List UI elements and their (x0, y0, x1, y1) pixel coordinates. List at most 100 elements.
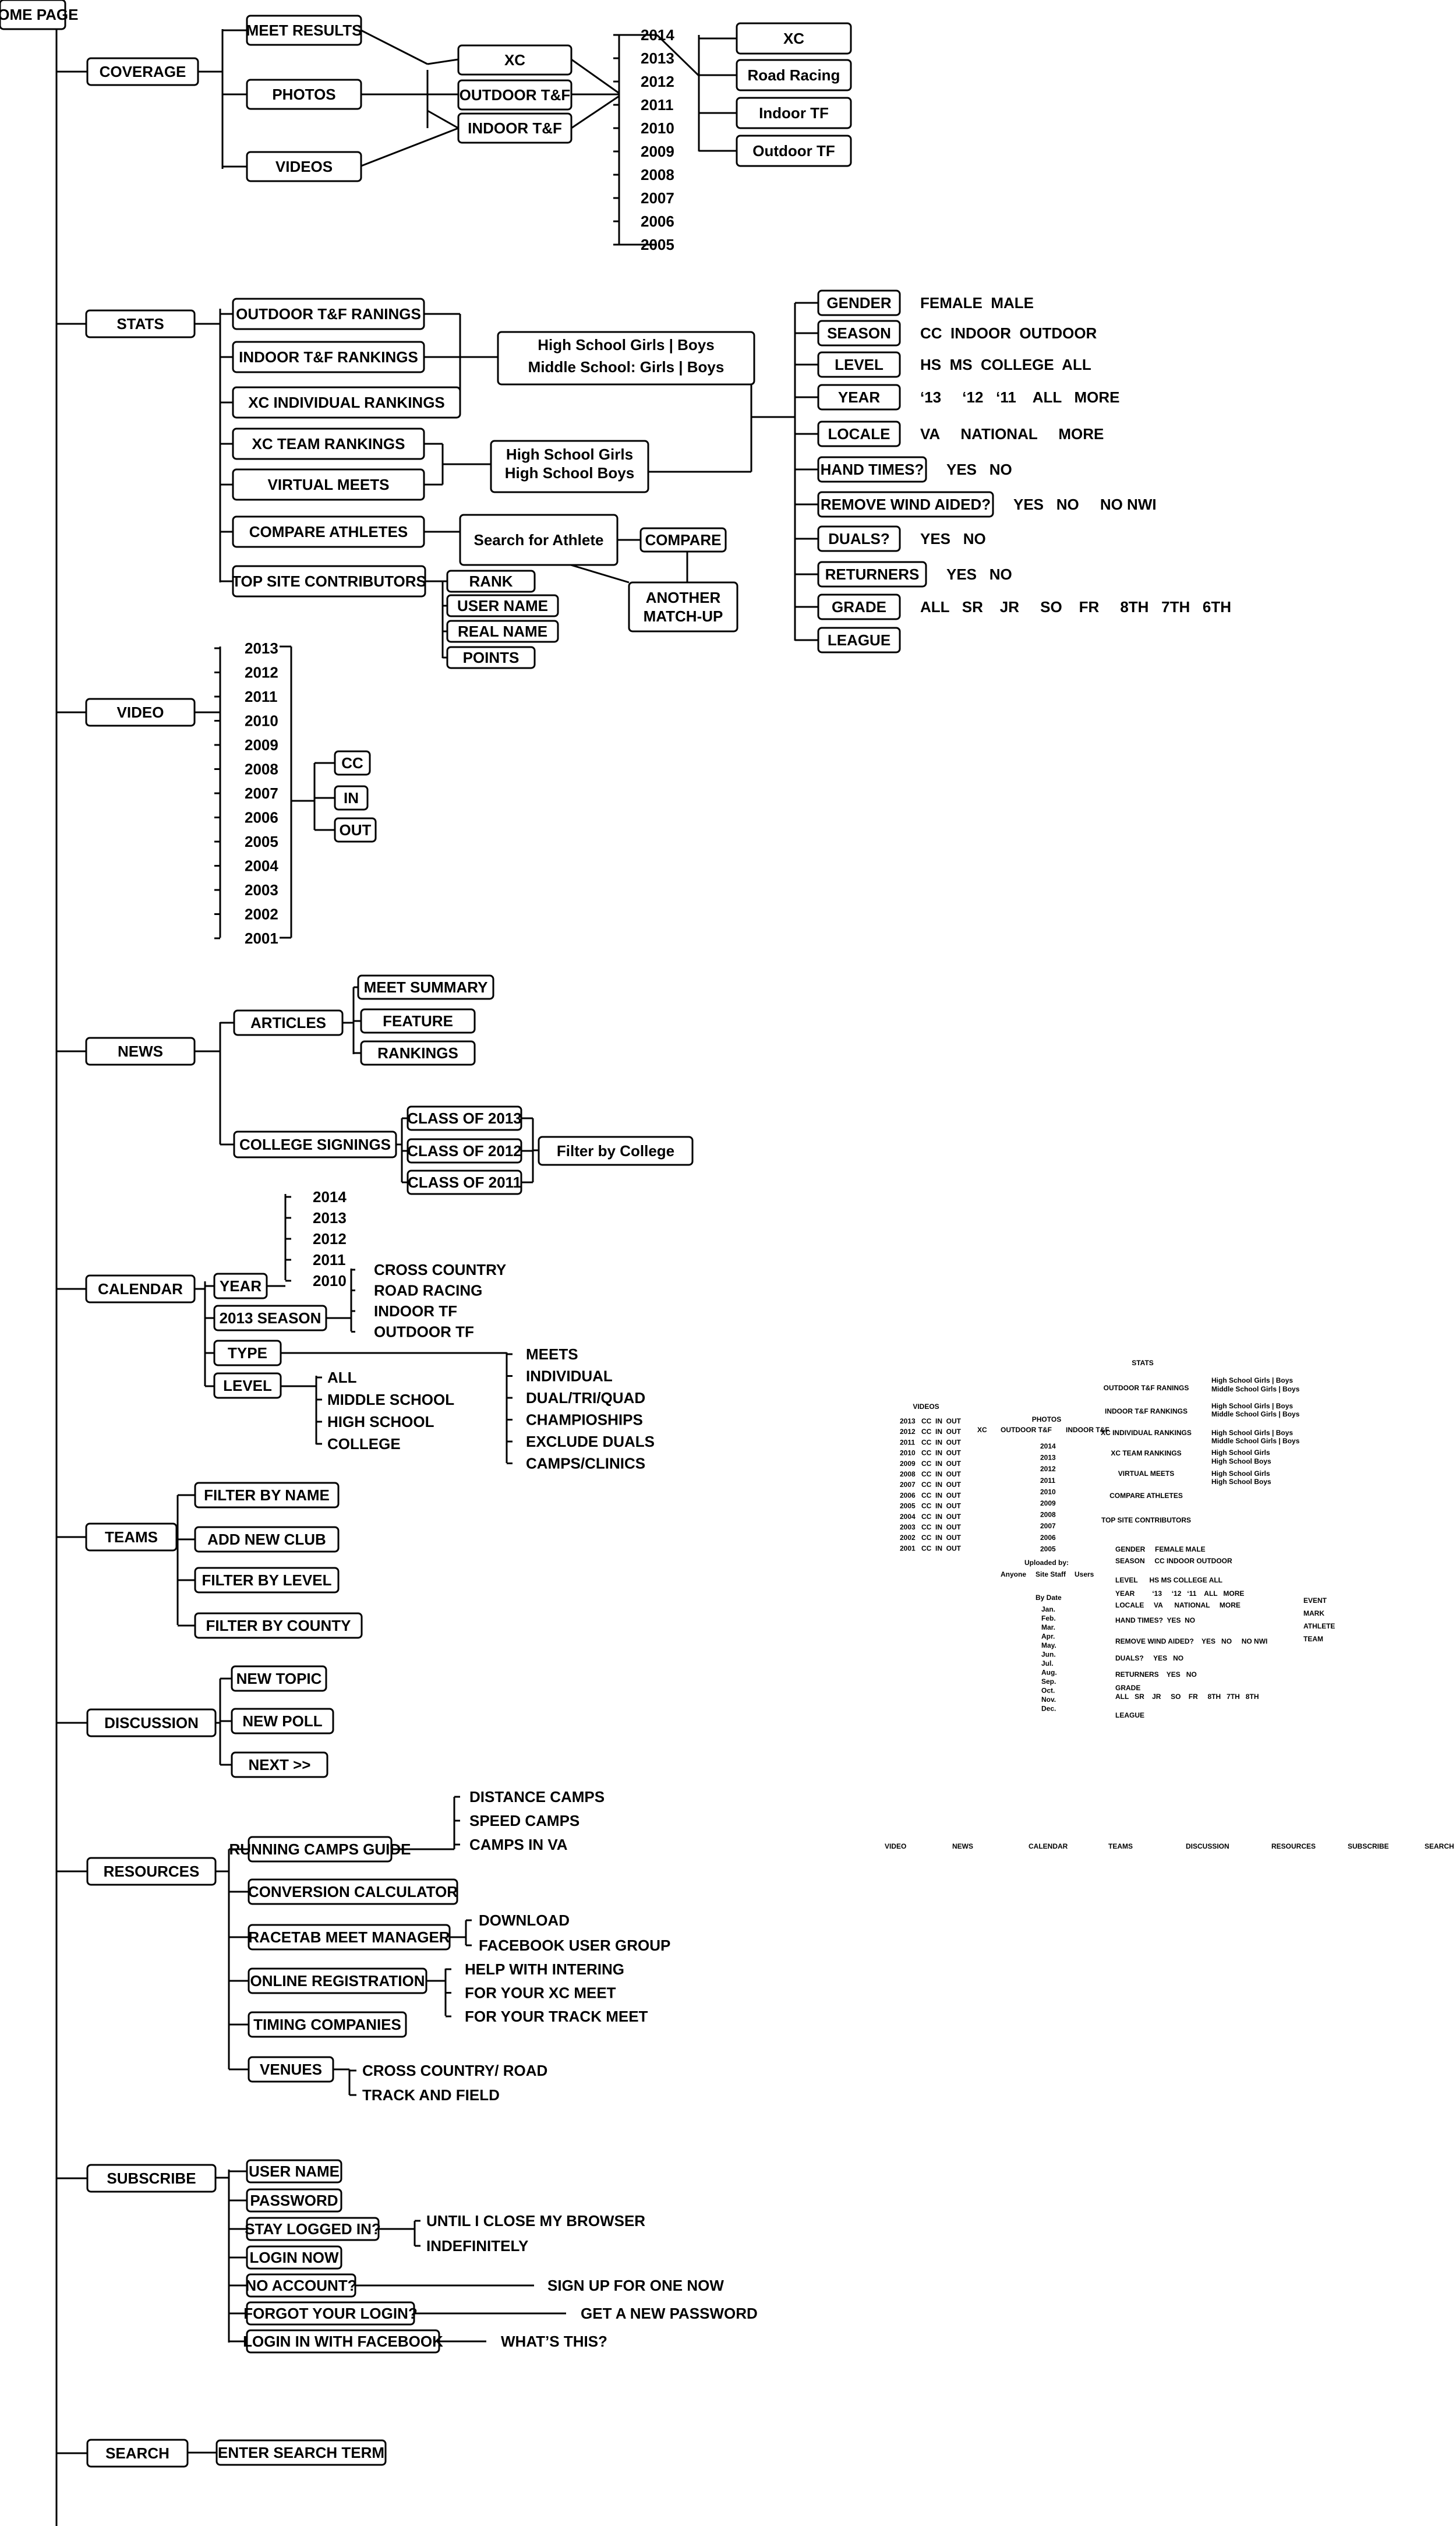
node-class-of-2011[interactable]: CLASS OF 2011 (407, 1170, 522, 1195)
node-videos[interactable]: VIDEOS (246, 151, 362, 182)
filter-remove-wind-aided[interactable]: REMOVE WIND AIDED? (817, 491, 994, 518)
node-label: ENTER SEARCH TERM (218, 2444, 384, 2461)
node-box (246, 79, 362, 110)
search-athlete-box[interactable]: Search for Athlete (459, 514, 619, 566)
filter-by-college-node[interactable]: Filter by College (538, 1136, 694, 1166)
node-xc[interactable]: XC (736, 22, 852, 55)
node-label: CALENDAR (98, 1280, 183, 1298)
group-individual-box[interactable]: High School Girls | Boys (497, 331, 755, 386)
filter-season[interactable]: SEASON (817, 320, 901, 347)
section-discussion[interactable]: DISCUSSION (86, 1708, 217, 1737)
node-login-in-with-facebook[interactable]: LOGIN IN WITH FACEBOOK (243, 2329, 443, 2354)
node-user-name[interactable]: USER NAME (446, 594, 559, 617)
node-rankings[interactable]: RANKINGS (360, 1040, 476, 1066)
node-login-now[interactable]: LOGIN NOW (246, 2245, 342, 2270)
node-road-racing[interactable]: Road Racing (736, 59, 852, 91)
node-outdoor-t-f[interactable]: OUTDOOR T&F (457, 79, 572, 111)
node-real-name[interactable]: REAL NAME (446, 620, 559, 643)
section-news[interactable]: NEWS (85, 1037, 196, 1066)
node-meet-results[interactable]: MEET RESULTS (246, 15, 362, 46)
stats-ranking-4[interactable]: VIRTUAL MEETS (232, 468, 425, 501)
node-rank[interactable]: RANK (446, 570, 536, 593)
node-outdoor-tf[interactable]: Outdoor TF (736, 135, 852, 167)
college-signings-node[interactable]: COLLEGE SIGNINGS (233, 1130, 397, 1158)
filter-duals[interactable]: DUALS? (817, 525, 901, 552)
node-new-topic[interactable]: NEW TOPIC (231, 1665, 327, 1692)
section-resources[interactable]: RESOURCES (86, 1857, 217, 1886)
calendar-season-node[interactable]: 2013 SEASON (213, 1305, 327, 1331)
node-class-of-2013[interactable]: CLASS OF 2013 (407, 1105, 522, 1131)
speed-camps-label: SPEED CAMPS (469, 1812, 579, 1829)
node-points[interactable]: POINTS (446, 646, 536, 669)
enter-search-term-node[interactable]: ENTER SEARCH TERM (215, 2439, 387, 2466)
node-forgot-your-login[interactable]: FORGOT YOUR LOGIN? (243, 2301, 418, 2326)
stats-ranking-2[interactable]: XC INDIVIDUAL RANKINGS (232, 386, 461, 419)
node-label: TOP SITE CONTRIBUTORS (232, 573, 426, 590)
stats-ranking-0[interactable]: OUTDOOR T&F RANINGS (232, 298, 425, 330)
node-online-registration[interactable]: ONLINE REGISTRATION (248, 1967, 427, 1994)
node-photos[interactable]: PHOTOS (246, 79, 362, 110)
section-subscribe[interactable]: SUBSCRIBE (86, 2164, 217, 2193)
mini-video-year-2001: 2001 (900, 1544, 916, 1552)
node-new-poll[interactable]: NEW POLL (231, 1708, 334, 1734)
node-next[interactable]: NEXT >> (231, 1751, 328, 1778)
filter-level[interactable]: LEVEL (817, 351, 901, 378)
node-xc[interactable]: XC (457, 44, 572, 76)
section-calendar[interactable]: CALENDAR (85, 1274, 196, 1303)
node-in[interactable]: IN (334, 785, 369, 811)
node-running-camps-guide[interactable]: RUNNING CAMPS GUIDE (229, 1836, 411, 1863)
node-feature[interactable]: FEATURE (360, 1008, 476, 1034)
node-label: XC (504, 51, 525, 69)
another-matchup-button[interactable]: ANOTHER (628, 581, 738, 633)
filter-returners[interactable]: RETURNERS (817, 561, 927, 588)
node-timing-companies[interactable]: TIMING COMPANIES (248, 2011, 407, 2038)
node-filter-by-county[interactable]: FILTER BY COUNTY (194, 1612, 363, 1639)
mini-video-year-2006: 2006 (900, 1491, 916, 1499)
section-video[interactable]: VIDEO (85, 698, 196, 727)
node-add-new-club[interactable]: ADD NEW CLUB (194, 1526, 340, 1553)
section-stats[interactable]: STATS (85, 309, 196, 338)
section-coverage[interactable]: COVERAGE (86, 57, 199, 86)
stats-ranking-1[interactable]: INDOOR T&F RANKINGS (232, 341, 425, 373)
filter-grade[interactable]: GRADE (817, 593, 901, 620)
mini-cc-in-out: CC IN OUT (921, 1544, 962, 1552)
filter-locale[interactable]: LOCALE (817, 421, 901, 447)
node-class-of-2012[interactable]: CLASS OF 2012 (407, 1138, 522, 1164)
mini-photos: PHOTOS (1032, 1415, 1061, 1423)
mini-cc-in-out: CC IN OUT (921, 1438, 962, 1446)
node-box (0, 0, 66, 30)
node-indoor-tf[interactable]: Indoor TF (736, 97, 852, 129)
calendar-level-node[interactable]: LEVEL (213, 1372, 282, 1399)
node-out[interactable]: OUT (334, 817, 377, 843)
node-venues[interactable]: VENUES (248, 2056, 334, 2083)
node-password[interactable]: PASSWORD (246, 2188, 342, 2213)
section-search[interactable]: SEARCH (86, 2439, 189, 2468)
node-cc[interactable]: CC (334, 750, 371, 776)
node-label: Indoor TF (759, 104, 829, 122)
stats-ranking-5[interactable]: COMPARE ATHLETES (232, 515, 425, 548)
node-indoor-t-f[interactable]: INDOOR T&F (457, 112, 572, 144)
stats-ranking-3[interactable]: XC TEAM RANKINGS (232, 428, 425, 460)
section-teams[interactable]: TEAMS (85, 1522, 178, 1552)
node-meet-summary[interactable]: MEET SUMMARY (357, 974, 494, 1000)
calendar-year-node[interactable]: YEAR (213, 1273, 268, 1299)
node-stay-logged-in[interactable]: STAY LOGGED IN? (245, 2217, 381, 2241)
node-filter-by-name[interactable]: FILTER BY NAME (194, 1482, 340, 1508)
node-user-name[interactable]: USER NAME (246, 2159, 342, 2184)
node-label: CLASS OF 2011 (408, 1174, 521, 1191)
filter-hand-times[interactable]: HAND TIMES? (817, 456, 927, 483)
filter-gender[interactable]: GENDER (817, 289, 901, 316)
node-conversion-calculator[interactable]: CONVERSION CALCULATOR (248, 1878, 458, 1905)
node-label: YEAR (220, 1277, 261, 1295)
node-no-account[interactable]: NO ACCOUNT? (245, 2273, 357, 2298)
home-page-node[interactable]: HOME PAGE (0, 0, 78, 30)
filter-year[interactable]: YEAR (817, 384, 901, 411)
node-filter-by-level[interactable]: FILTER BY LEVEL (194, 1567, 340, 1594)
articles-node[interactable]: ARTICLES (233, 1009, 344, 1036)
node-racetab-meet-manager[interactable]: RACETAB MEET MANAGER (248, 1924, 451, 1951)
group-team-box[interactable]: High School Girls (490, 440, 649, 493)
stats-ranking-6[interactable]: TOP SITE CONTRIBUTORS (232, 565, 426, 598)
compare-button[interactable]: COMPARE (639, 527, 727, 553)
filter-league[interactable]: LEAGUE (817, 627, 901, 653)
calendar-type-node[interactable]: TYPE (213, 1340, 282, 1366)
